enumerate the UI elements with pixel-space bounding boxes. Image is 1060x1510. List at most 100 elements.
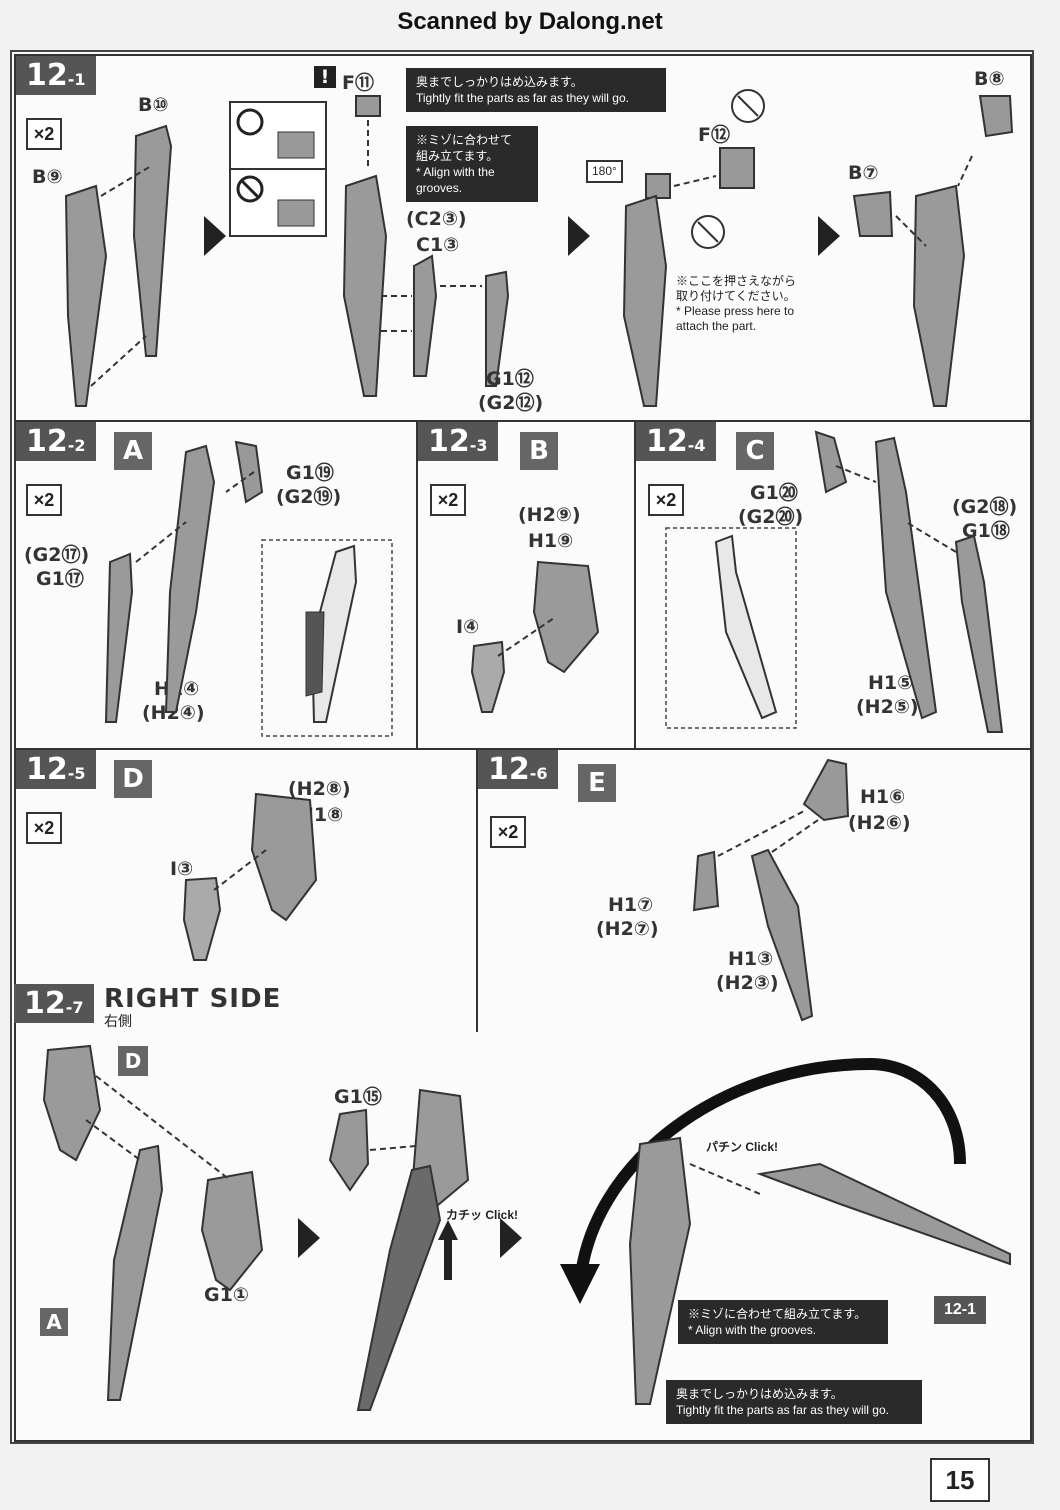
note-en: Tightly fit the parts as far as they wil…	[416, 91, 629, 105]
step-number: 12	[488, 752, 530, 787]
part-label: B⑩	[138, 94, 169, 116]
part-label: (H2⑥)	[848, 812, 911, 834]
part-illustration	[852, 95, 1014, 407]
part-illustration	[665, 430, 1004, 733]
part-label: H1⑨	[528, 530, 574, 552]
note-en: * Please press here to	[676, 304, 795, 318]
subassembly-letter: E	[578, 764, 616, 802]
step-tag: 12-5	[16, 750, 96, 789]
part-label: (H2⑧)	[288, 778, 351, 800]
rotate-icon: 180°	[586, 160, 623, 183]
part-illustration	[104, 440, 393, 737]
part-label: H1③	[728, 948, 774, 970]
note-align-grooves: ※ミゾに合わせて 組み立てます。 * Align with the groove…	[406, 126, 538, 202]
note-align-grooves: ※ミゾに合わせて組み立てます。 * Align with the grooves…	[678, 1300, 888, 1344]
next-arrow-icon	[568, 216, 590, 256]
note-jp: 奥までしっかりはめ込みます。	[416, 75, 583, 89]
part-label: (C2③)	[406, 208, 467, 230]
warning-icon: !	[314, 66, 336, 88]
part-illustration	[560, 1057, 1011, 1405]
quantity-badge: ×2	[26, 118, 62, 150]
part-illustration	[328, 1088, 470, 1411]
step-title-jp: 右側	[104, 1013, 132, 1029]
part-label: I③	[170, 858, 194, 880]
scan-watermark: Scanned by Dalong.net	[397, 8, 663, 35]
part-illustration	[182, 792, 318, 961]
note-jp: ※ミゾに合わせて	[416, 133, 513, 147]
part-label: (G2⑫)	[478, 392, 544, 414]
part-illustration	[342, 95, 510, 397]
step-tag: 12-1	[16, 56, 96, 95]
note-jp: 奥までしっかりはめ込みます。	[676, 1387, 843, 1401]
step-tag: 12-4	[636, 422, 716, 461]
step-title: RIGHT SIDE	[104, 984, 282, 1014]
ref-tag: 12-1	[934, 1296, 987, 1324]
note-en: * Align with the	[416, 165, 495, 179]
step-12-6-panel: 12-6 E ×2 H1⑥ (H2⑥) H1⑦ (H2⑦) H1③ (H2③)	[476, 748, 1032, 1036]
part-label: (H2③)	[716, 972, 779, 994]
part-label: G1⑫	[486, 368, 534, 390]
step-12-3-panel: 12-3 B ×2 (H2⑨) H1⑨ I④	[416, 420, 638, 752]
quantity-badge: ×2	[430, 484, 466, 516]
part-label: F⑪	[342, 72, 374, 94]
step-tag: 12-3	[418, 422, 498, 461]
step-12-7-panel	[14, 1032, 1032, 1442]
step-tag: 12-7	[14, 984, 94, 1023]
part-label: H1⑦	[608, 894, 654, 916]
note-jp: ※ここを押さえながら	[676, 274, 797, 288]
step-number: 12	[26, 58, 68, 93]
subassembly-letter: D	[118, 1046, 148, 1076]
step-number: 12	[428, 424, 470, 459]
quantity-badge: ×2	[648, 484, 684, 516]
part-label: F⑫	[698, 124, 730, 146]
step-tag: 12-6	[478, 750, 558, 789]
part-label: H1⑥	[860, 786, 906, 808]
part-label: H1⑤	[868, 672, 914, 694]
subassembly-letter: C	[736, 432, 774, 470]
note-jp: 取り付けてください。	[676, 289, 796, 303]
part-illustration	[622, 89, 765, 407]
subassembly-letter: B	[520, 432, 558, 470]
part-label: G1⑲	[286, 462, 334, 484]
step-sub: -2	[67, 436, 86, 455]
part-label: G1①	[204, 1284, 249, 1306]
step-number: 12	[24, 986, 66, 1021]
part-illustration	[692, 758, 850, 1022]
step-12-4-panel: 12-4 C ×2 G1⑳ (G2⑳) (G2⑱) G1⑱ H1⑤ (H2⑤)	[634, 420, 1032, 752]
subassembly-letter: A	[40, 1308, 68, 1336]
note-en: Tightly fit the parts as far as they wil…	[676, 1403, 889, 1417]
part-label: (G2⑲)	[276, 486, 342, 508]
part-label: (G2⑱)	[952, 496, 1018, 518]
part-label: G1⑮	[334, 1086, 382, 1108]
page-number: 15	[930, 1458, 990, 1502]
next-arrow-icon	[500, 1218, 522, 1258]
part-label: B⑦	[848, 162, 879, 184]
step-sub: -4	[687, 436, 706, 455]
step-tag: 12-2	[16, 422, 96, 461]
quantity-badge: ×2	[490, 816, 526, 848]
step-12-1-panel: 12-1 ×2 B⑩ B⑨ ! F⑪ 奥までしっかりはめ込みます。 Tightl…	[14, 54, 1032, 424]
part-label: (G2⑳)	[738, 506, 804, 528]
part-illustration	[64, 124, 173, 407]
part-label: C1③	[416, 234, 460, 256]
note-en: * Align with the grooves.	[688, 1323, 817, 1337]
note-tight-fit: 奥までしっかりはめ込みます。 Tightly fit the parts as …	[406, 68, 666, 112]
step-sub: -6	[529, 764, 548, 783]
part-label: G1⑳	[750, 482, 798, 504]
part-label: (H2⑦)	[596, 918, 659, 940]
step-number: 12	[646, 424, 688, 459]
next-arrow-icon	[204, 216, 226, 256]
next-arrow-icon	[818, 216, 840, 256]
step-sub: -3	[469, 436, 488, 455]
part-label: (H2⑨)	[518, 504, 581, 526]
note-tight-fit: 奥までしっかりはめ込みます。 Tightly fit the parts as …	[666, 1380, 922, 1424]
step-number: 12	[26, 752, 68, 787]
part-illustration	[470, 560, 600, 713]
part-label: B⑧	[974, 68, 1005, 90]
part-label: B⑨	[32, 166, 63, 188]
click-sound-label: パチン Click!	[706, 1140, 779, 1154]
note-press-here: ※ここを押さえながら 取り付けてください。 * Please press her…	[676, 274, 796, 334]
note-jp: ※ミゾに合わせて組み立てます。	[688, 1307, 867, 1321]
note-en: attach the part.	[676, 319, 757, 333]
note-jp: 組み立てます。	[416, 149, 499, 163]
